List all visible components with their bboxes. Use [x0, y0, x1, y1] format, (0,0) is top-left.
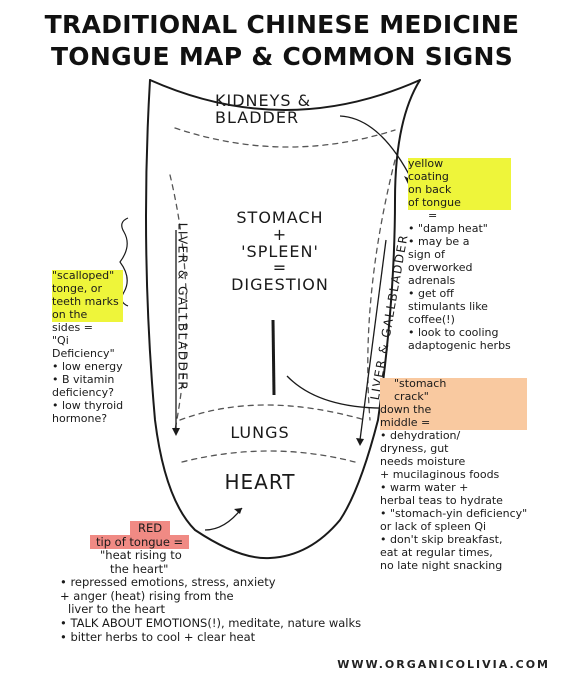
kidneys-bladder-label: KIDNEYS & BLADDER [215, 91, 312, 127]
yellow-coating-note: yellow coating on back of tongue = • "da… [408, 157, 511, 352]
liver-gallbladder-left-label: LIVER & GALLBLADDER [175, 222, 190, 392]
website-footer: WWW.ORGANICOLIVIA.COM [337, 658, 550, 671]
title-line-1: TRADITIONAL CHINESE MEDICINE [44, 10, 520, 39]
lungs-label: LUNGS [230, 423, 290, 442]
red-tip-note: RED tip of tongue = "heat rising to the … [60, 521, 362, 644]
stomach-crack-note: "stomach crack" down the middle = • dehy… [380, 377, 528, 572]
scalloped-tongue-note: "scalloped" tonge, or teeth marks on the… [52, 269, 124, 425]
title-line-2: TONGUE MAP & COMMON SIGNS [50, 42, 514, 71]
heart-label: HEART [224, 470, 296, 494]
stomach-spleen-label: STOMACH + 'SPLEEN' = DIGESTION [231, 208, 329, 295]
